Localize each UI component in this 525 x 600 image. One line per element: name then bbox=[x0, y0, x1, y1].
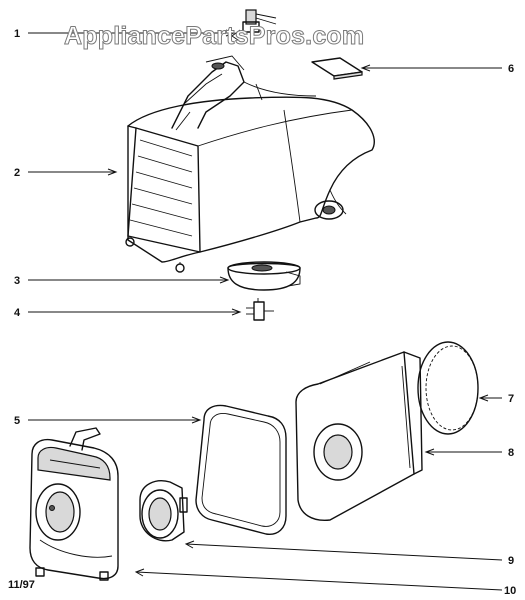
callout-6: 6 bbox=[508, 63, 514, 75]
callout-4: 4 bbox=[14, 307, 21, 319]
part-1-connector bbox=[231, 9, 277, 41]
callout-2: 2 bbox=[14, 167, 20, 179]
callout-10: 10 bbox=[504, 585, 516, 597]
part-8-dust-bag bbox=[295, 351, 423, 521]
callout-leaders bbox=[28, 29, 503, 591]
part-6-pad bbox=[311, 57, 363, 80]
callout-8: 8 bbox=[508, 447, 514, 459]
part-2-canister-body bbox=[125, 55, 375, 273]
leader-10 bbox=[135, 571, 503, 591]
part-9-retainer-ring bbox=[139, 480, 188, 542]
callout-labels: 1 2 3 4 5 6 7 8 9 10 bbox=[14, 28, 516, 597]
part-5-gasket bbox=[195, 404, 287, 535]
callout-7: 7 bbox=[508, 393, 514, 405]
callout-5: 5 bbox=[14, 415, 20, 427]
part-10-front-cover bbox=[29, 427, 119, 581]
callout-1: 1 bbox=[14, 28, 20, 40]
part-7-disc-filter bbox=[417, 341, 479, 435]
callout-9: 9 bbox=[508, 555, 514, 567]
callout-3: 3 bbox=[14, 275, 20, 287]
leader-9 bbox=[185, 543, 503, 561]
watermark-text: AppliancePartsPros.com bbox=[64, 22, 364, 50]
date-code: 11/97 bbox=[8, 579, 35, 591]
part-3-cup bbox=[227, 261, 301, 291]
part-4-clip bbox=[246, 298, 274, 321]
